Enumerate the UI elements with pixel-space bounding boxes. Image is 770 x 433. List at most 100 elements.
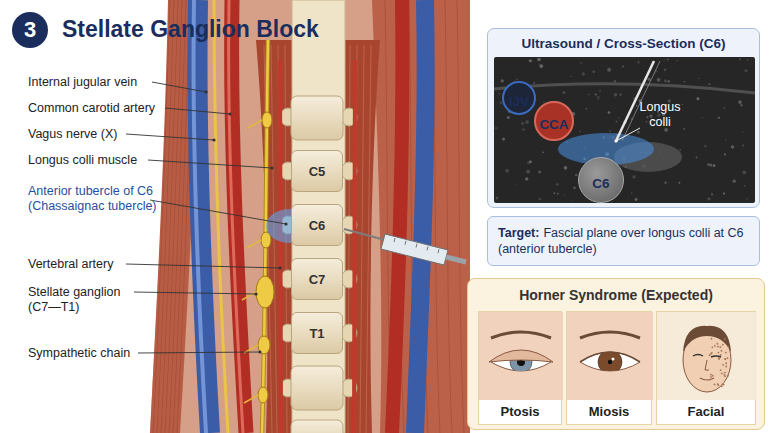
- speckle: [718, 117, 720, 119]
- eyebrow: [491, 332, 551, 338]
- anhidrosis-dot: [720, 354, 722, 356]
- ganglion: [258, 336, 270, 354]
- speckle: [713, 164, 716, 167]
- leader-dot: [254, 292, 257, 295]
- speckle: [631, 192, 632, 193]
- speckle: [664, 69, 667, 72]
- speckle: [597, 96, 600, 99]
- anhidrosis-dot: [717, 384, 719, 386]
- muscle-fiber: [153, 0, 170, 433]
- anhidrosis-dot: [727, 375, 729, 377]
- muscle-fiber: [165, 0, 182, 433]
- speckle: [564, 194, 565, 195]
- speckle: [539, 198, 541, 200]
- callout-badge: 3: [12, 12, 48, 48]
- anhidrosis-dot: [716, 343, 718, 345]
- horner-panel: Horner Syndrome (Expected)PtosisMiosisFa…: [467, 278, 765, 430]
- anhidrosis-dot: [725, 352, 727, 354]
- node-text: Ultrasound / Cross-Section (C6): [488, 29, 759, 51]
- speckle: [744, 69, 748, 73]
- speckle: [742, 171, 746, 175]
- speckle: [724, 153, 726, 155]
- anhidrosis-dot: [720, 369, 722, 371]
- vertebral-artery: [280, 60, 281, 433]
- speckle: [608, 111, 611, 114]
- speckle: [619, 93, 621, 95]
- anhidrosis-dot: [722, 364, 724, 366]
- speckle: [702, 117, 703, 118]
- leader-dot: [212, 138, 215, 141]
- nerve-branch: [247, 240, 261, 248]
- node-text: Facial: [688, 396, 725, 424]
- image-frame: Ptosis: [478, 311, 562, 425]
- speckle: [495, 196, 498, 199]
- syringe-tick: [427, 246, 428, 250]
- artery-circle: CCA: [534, 101, 574, 141]
- anhidrosis-dot: [718, 352, 720, 354]
- node-text: C7: [309, 272, 326, 287]
- anhidrosis-dot: [714, 384, 716, 386]
- speckle: [747, 59, 748, 60]
- anhidrosis-dot: [725, 366, 727, 368]
- speckle: [571, 200, 572, 201]
- leader-dot: [270, 166, 273, 169]
- vertebral-body: T1: [291, 312, 343, 354]
- speckle: [738, 100, 742, 104]
- ganglion: [262, 112, 272, 128]
- nerve-branch: [244, 345, 258, 353]
- anhidrosis-dot: [711, 338, 713, 340]
- part-label: Internal jugular vein: [28, 75, 158, 90]
- mouth: [700, 378, 714, 380]
- leader-dot: [228, 112, 231, 115]
- part-label: Longus colli: [630, 100, 690, 130]
- nerve-branch: [248, 120, 262, 128]
- speckle: [526, 170, 530, 174]
- node-text: T1: [309, 326, 324, 341]
- eye: [711, 356, 721, 357]
- speckle: [667, 80, 670, 83]
- leader-line: [152, 82, 206, 92]
- speckle: [539, 64, 543, 68]
- speckle: [592, 71, 595, 74]
- speckle: [607, 68, 611, 72]
- speckle: [539, 64, 540, 65]
- part-label: Longus colli muscle: [28, 153, 158, 168]
- syringe-tick: [416, 244, 417, 248]
- hair: [683, 326, 731, 352]
- speckle: [515, 183, 516, 184]
- skin: [479, 312, 563, 400]
- node-text: CCA: [539, 110, 568, 132]
- vertebral-artery: [354, 60, 355, 433]
- speckle: [684, 81, 686, 83]
- leader-dot: [614, 139, 617, 142]
- speckle: [664, 182, 666, 184]
- muscle-fiber: [445, 0, 452, 433]
- syringe-barrel: [381, 234, 448, 265]
- leader-dot: [258, 350, 261, 353]
- target-box: Target:Fascial plane over longus colli a…: [487, 216, 760, 266]
- ganglion: [258, 387, 268, 403]
- speckle: [580, 131, 581, 132]
- speckle: [708, 83, 710, 85]
- ganglion: [256, 276, 274, 308]
- speckle: [622, 65, 624, 67]
- speckle: [537, 58, 541, 62]
- speckle: [679, 149, 681, 151]
- syringe-plunger: [446, 257, 466, 262]
- leader-dot: [284, 222, 287, 225]
- part-label: Vertebral artery: [28, 257, 138, 272]
- eye-glint: [612, 358, 615, 361]
- longus-colli-right: [345, 40, 380, 433]
- eye: [693, 355, 703, 357]
- speckle: [648, 78, 651, 81]
- speckle: [667, 59, 669, 61]
- speckle: [711, 193, 713, 195]
- decoration: [488, 29, 761, 209]
- node-text: C5: [309, 164, 326, 179]
- speckle: [557, 193, 559, 195]
- speckle: [725, 139, 726, 140]
- speckle: [744, 185, 746, 187]
- leader-line: [150, 200, 286, 224]
- artery-highlight: [229, 0, 243, 433]
